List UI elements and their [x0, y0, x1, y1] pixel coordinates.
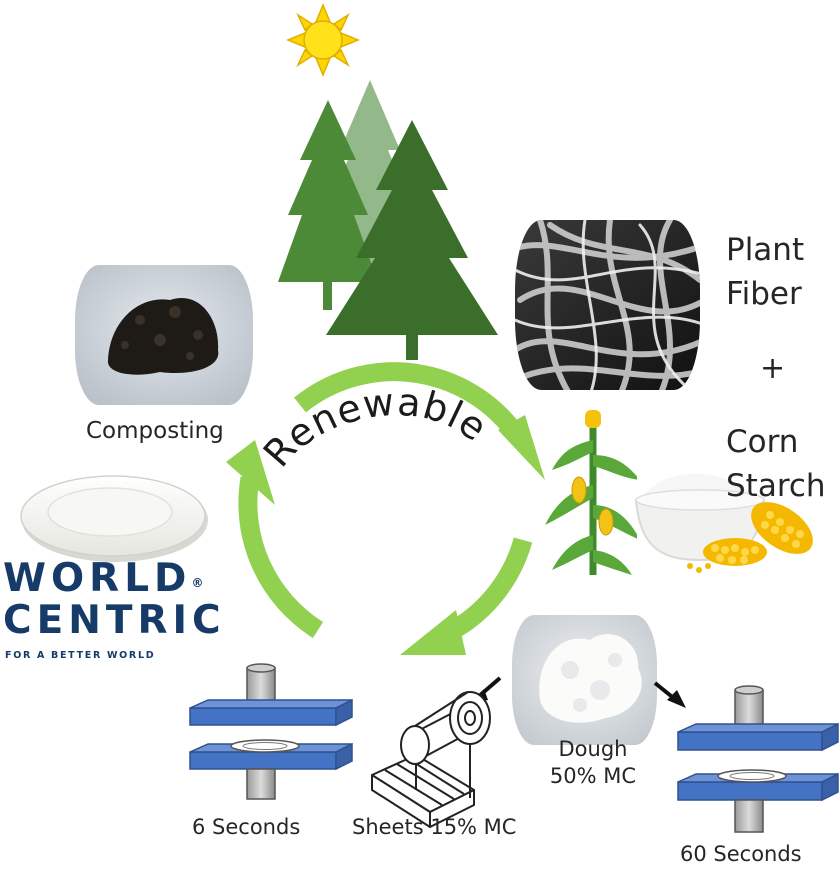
brand-tagline: FOR A BETTER WORLD [5, 650, 156, 661]
cycle-arrowhead-top [498, 415, 545, 480]
corn-cob-icon [687, 502, 813, 573]
dough-photo [512, 615, 657, 745]
plus-sign: + [760, 351, 786, 386]
cycle-arrow-right [445, 537, 533, 641]
cycle-arrowhead-right [400, 610, 466, 655]
press-long-label: 60 Seconds [680, 842, 802, 866]
registered-mark: ® [191, 576, 204, 590]
press-long-icon [677, 685, 839, 833]
renewable-label: Renewable [255, 380, 496, 476]
cycle-arrow-top [294, 362, 528, 446]
dough-label: Dough 50% MC [548, 736, 638, 790]
cycle-arrowhead-left [226, 440, 275, 505]
dough-label-line2: 50% MC [549, 764, 637, 788]
plant-fiber-photo [515, 220, 700, 390]
brand-line2: CENTRIC [3, 598, 226, 643]
corn-starch-label: Corn Starch [726, 420, 826, 508]
plant-fiber-label: Plant Fiber [726, 228, 804, 316]
sheet-roller-icon [371, 691, 491, 828]
trees-icon [278, 80, 498, 360]
sheets-label: Sheets 15% MC [352, 815, 517, 839]
composting-label: Composting [86, 418, 224, 444]
compost-photo [75, 265, 253, 405]
plate-icon [20, 475, 208, 562]
brand-line1: WORLD® [3, 556, 204, 601]
sun-icon [286, 3, 360, 77]
corn-starch-label-line1: Corn [726, 424, 799, 460]
world-centric-logo: WORLD® CENTRIC FOR A BETTER WORLD [3, 556, 235, 662]
plant-fiber-label-line2: Fiber [726, 276, 802, 312]
renewable-cycle-arrows [238, 362, 533, 641]
press-short-icon [189, 663, 353, 800]
corn-plant-icon [545, 410, 640, 575]
dough-label-line1: Dough [558, 737, 628, 761]
plant-fiber-label-line1: Plant [726, 232, 805, 268]
corn-starch-label-line2: Starch [726, 468, 826, 504]
cycle-arrow-left [238, 476, 324, 639]
dark-tree [326, 120, 498, 360]
corn-starch-photo [634, 470, 813, 573]
press-short-label: 6 Seconds [192, 815, 301, 839]
mid-tree [278, 100, 378, 310]
